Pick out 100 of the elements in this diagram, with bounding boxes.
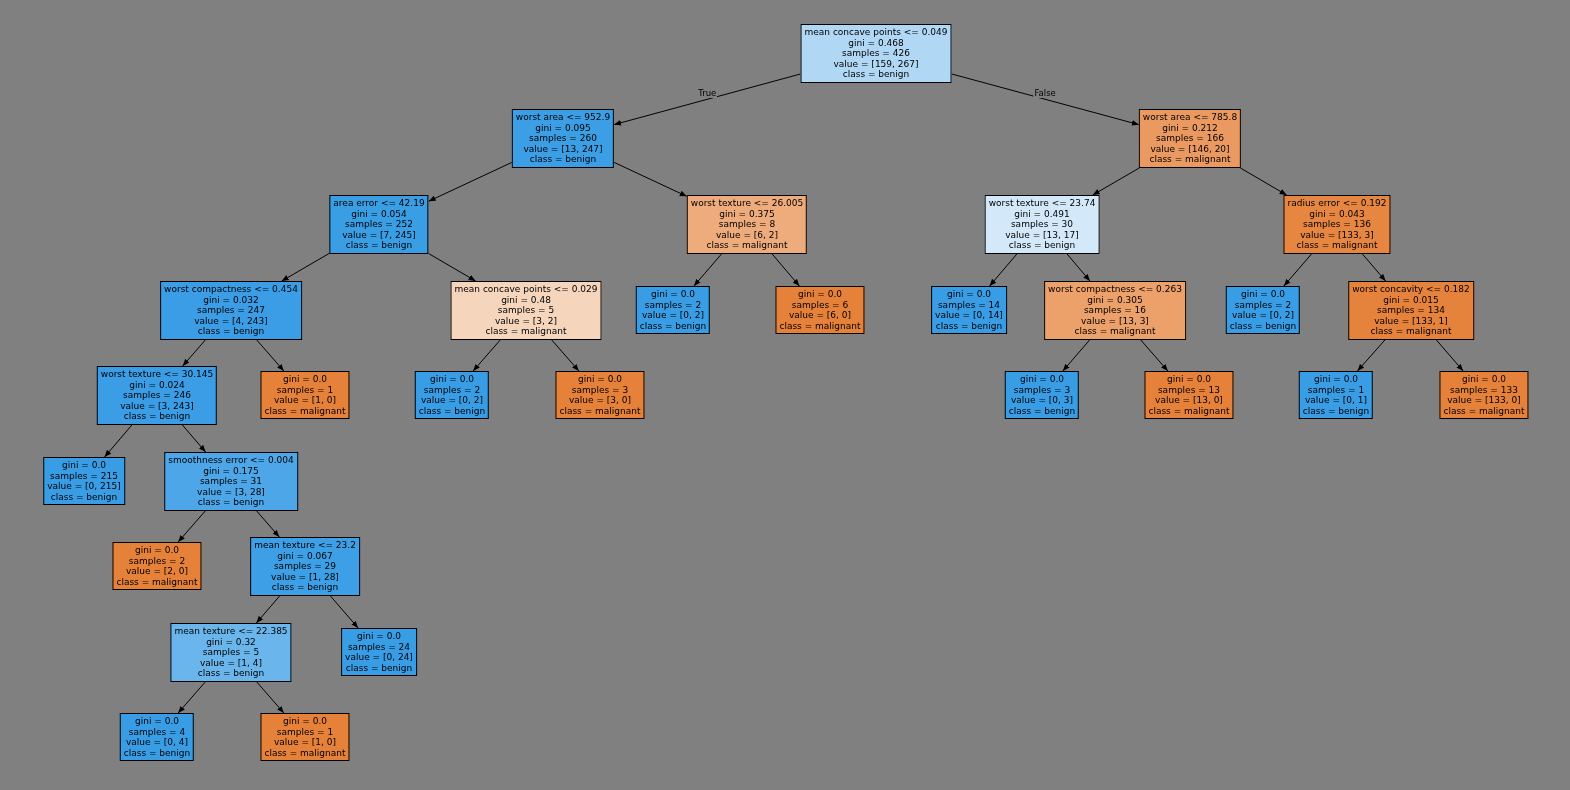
node-text-line: gini = 0.0 [1019,374,1065,385]
node-text-line: class = benign [1008,405,1076,417]
node-text-line: class = benign [123,747,191,759]
node-text-line: worst texture <= 26.005 [690,198,804,209]
tree-node-box [260,713,350,762]
node-text-line: gini = 0.0 [1166,374,1212,385]
node-text-line: worst concavity <= 0.182 [1352,284,1470,295]
node-text-line: class = benign [196,326,266,337]
arrow [1283,253,1313,287]
tree-node-box [164,452,298,511]
node-text-line: value = [4, 243] [193,315,269,327]
node-text-line: samples = 134 [1376,305,1446,316]
node-text-line: samples = 8 [717,219,777,230]
node-text-line: samples = 2 [422,384,482,396]
node-text-line: samples = 260 [528,133,598,144]
node-text-line: samples = 24 [346,641,412,653]
tree-node-box [1004,371,1080,420]
node-text-line: value = [0, 215] [47,481,121,492]
arrow [177,510,206,543]
node-text-line: class = malignant [1148,405,1230,417]
node-text-line: samples = 29 [272,561,338,572]
node-text-line: samples = 1 [275,384,335,396]
tree-node-box [800,24,952,83]
arrow [1239,167,1288,196]
tree-node-box [686,195,808,254]
node-text-line: worst compactness <= 0.263 [1048,284,1182,295]
node-text-line: class = benign [935,320,1003,332]
tree-node-box [112,542,202,591]
node-text-line: class = malignant [1148,154,1232,165]
node-text-line: mean concave points <= 0.049 [804,27,948,38]
tree-node-box [1144,371,1234,420]
node-text-line: samples = 2 [1233,299,1293,311]
node-text-line: value = [7, 245] [341,229,417,241]
node-text-line: class = malignant [1295,240,1379,251]
node-text-line: gini = 0.095 [534,122,592,134]
node-text-line: value = [2, 0] [124,566,189,577]
node-text-line: class = benign [196,668,266,679]
node-text-line: gini = 0.0 [650,289,696,300]
node-text-line: area error <= 42.19 [333,198,425,209]
node-text-line: gini = 0.0 [282,716,328,727]
arrow [428,161,513,202]
node-text-line: value = [0, 4] [125,737,189,748]
node-text-line: samples = 246 [122,390,192,401]
node-text-line: class = benign [1302,405,1370,417]
tree-node-box [635,286,711,335]
node-text-line: samples = 6 [790,299,850,311]
arrow [613,73,801,126]
node-text-line: class = malignant [1443,405,1525,417]
node-text-line: gini = 0.0 [356,631,402,642]
node-text-line: samples = 13 [1156,384,1222,396]
node-text-line: worst texture <= 30.145 [100,369,214,380]
node-text-line: value = [0, 1] [1304,395,1368,406]
node-text-line: samples = 136 [1302,219,1372,230]
node-text-line: value = [3, 0] [567,395,632,406]
arrow [256,681,285,714]
node-text-line: value = [0, 2] [1231,310,1295,321]
edge-label: False [1033,88,1057,99]
arrow [428,253,477,282]
node-text-line: mean texture <= 22.385 [174,626,288,637]
node-text-line: value = [13, 247] [522,143,604,155]
node-text-line: gini = 0.491 [1013,208,1071,220]
tree-node-box [96,366,218,425]
node-text-line: value = [1, 4] [198,657,263,669]
arrow [1435,339,1464,372]
node-text-line: samples = 5 [496,305,556,316]
arrow [104,424,133,458]
node-text-line: gini = 0.0 [1313,374,1359,385]
tree-node-box [775,286,865,335]
tree-node-box [1439,371,1529,420]
node-text-line: gini = 0.32 [205,636,257,648]
node-text-line: class = benign [270,582,340,593]
node-text-line: samples = 166 [1155,133,1225,144]
node-text-line: gini = 0.024 [128,379,186,391]
arrow [1140,339,1169,372]
node-text-line: worst compactness <= 0.454 [164,284,298,295]
arrow [255,595,281,624]
node-text-line: samples = 2 [127,555,187,567]
node-text-line: samples = 133 [1449,384,1519,396]
node-text-line: samples = 3 [570,384,630,396]
node-text-line: gini = 0.48 [500,294,552,306]
node-text-line: gini = 0.043 [1308,208,1366,220]
arrow [177,681,206,714]
edge-label: True [697,88,718,99]
node-text-line: worst area <= 952.9 [515,112,611,123]
node-text-line: gini = 0.0 [429,374,475,385]
node-text-line: mean texture <= 23.2 [254,540,356,551]
arrow [1092,167,1140,196]
node-text-line: radius error <= 0.192 [1287,198,1387,209]
tree-node-box [341,628,417,677]
tree-node-box [1348,281,1474,340]
tree-node-box [43,457,125,506]
node-text-line: value = [0, 24] [345,652,413,663]
node-text-line: samples = 1 [1306,384,1366,396]
node-text-line: samples = 4 [127,726,187,738]
arrow [181,424,207,453]
tree-node-box [170,623,292,682]
tree-node-box [511,109,615,168]
node-text-line: class = benign [345,662,413,674]
arrow [256,510,280,538]
node-text-line: mean concave points <= 0.029 [454,284,598,295]
